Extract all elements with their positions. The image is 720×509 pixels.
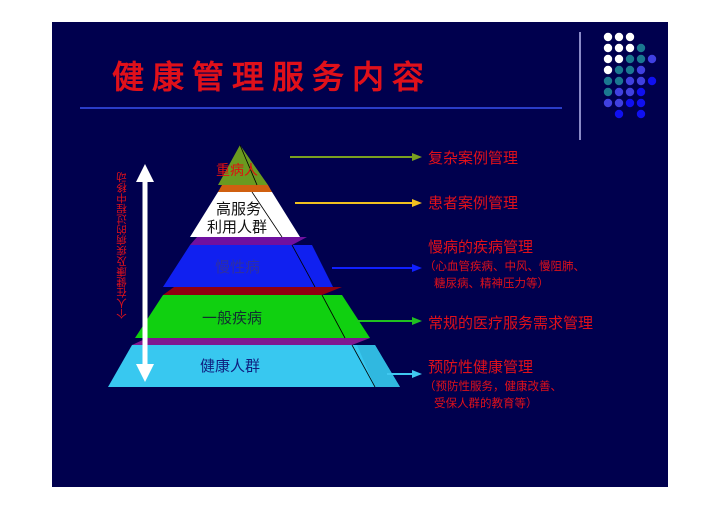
service-preventive-sub1: （预防性服务，健康改善、 xyxy=(424,379,562,393)
decor-dot xyxy=(625,76,635,86)
decor-dot xyxy=(614,98,624,108)
decor-dot xyxy=(636,87,646,97)
slide-title: 健康管理服务内容 xyxy=(112,58,433,96)
decor-dot xyxy=(636,109,646,119)
decor-dot xyxy=(614,54,624,64)
decor-dot xyxy=(625,32,635,42)
arrow-head-icon xyxy=(412,153,422,161)
strip-purple xyxy=(132,338,370,345)
tier-general-illness xyxy=(135,295,370,338)
decor-dot xyxy=(603,98,613,108)
service-chronic-sub2: 糖尿病、精神压力等） xyxy=(434,276,549,290)
decor-dot xyxy=(614,43,624,53)
decor-dot xyxy=(625,54,635,64)
tier-chronic xyxy=(163,245,333,287)
decor-dot xyxy=(625,98,635,108)
tier-label-severe: 重病人 xyxy=(216,163,258,179)
tier-healthy xyxy=(108,345,400,387)
decor-dot xyxy=(614,109,624,119)
decor-dot xyxy=(636,43,646,53)
tier-label-chronic: 慢性病 xyxy=(215,258,261,276)
decor-dot xyxy=(647,54,657,64)
strip-orange xyxy=(218,185,272,192)
service-chronic-sub1: （心血管疾病、中风、慢阻肺、 xyxy=(424,259,585,273)
decor-dot xyxy=(636,98,646,108)
decor-dot xyxy=(603,87,613,97)
strip-darkred xyxy=(163,287,342,295)
slide: 健康管理服务内容 个人在健康及疾病的过程中移动 重病人 高服务 利用人群 慢性病… xyxy=(52,22,668,487)
decor-dot xyxy=(614,65,624,75)
dot-grid-decoration xyxy=(603,32,657,119)
tier-label-high-2: 利用人群 xyxy=(207,218,268,236)
service-preventive-sub2: 受保人群的教育等） xyxy=(434,396,538,410)
tier-high-utilization xyxy=(190,192,300,237)
decor-dot xyxy=(625,87,635,97)
arrow-head-icon xyxy=(412,264,422,272)
tier-label-general: 一般疾病 xyxy=(202,309,263,327)
pyramid-diagram xyxy=(108,32,657,388)
title-underline xyxy=(80,107,562,109)
side-label: 个人在健康及疾病的过程中移动 xyxy=(116,172,128,319)
decor-dot xyxy=(636,54,646,64)
service-preventive: 预防性健康管理 xyxy=(428,358,534,376)
decor-dot xyxy=(636,65,646,75)
arrow-up-icon xyxy=(136,164,154,182)
strip-purple-2 xyxy=(190,237,307,245)
decor-dot xyxy=(603,65,613,75)
decor-dot xyxy=(603,54,613,64)
arrow-head-icon xyxy=(412,199,422,207)
service-routine: 常规的医疗服务需求管理 xyxy=(428,314,594,332)
decor-dot xyxy=(625,65,635,75)
service-complex-case: 复杂案例管理 xyxy=(428,149,519,167)
service-chronic: 慢病的疾病管理 xyxy=(428,238,534,256)
tier-label-healthy: 健康人群 xyxy=(200,357,261,375)
decor-line xyxy=(579,32,581,140)
decor-dot xyxy=(625,43,635,53)
tier-severe xyxy=(218,145,268,185)
decor-dot xyxy=(603,32,613,42)
arrow-down-icon xyxy=(136,364,154,382)
decor-dot xyxy=(614,76,624,86)
arrow-head-icon xyxy=(412,370,422,378)
arrow-head-icon xyxy=(412,317,422,325)
tier-label-high-1: 高服务 xyxy=(216,200,262,218)
decor-dot xyxy=(603,43,613,53)
service-patient-case: 患者案例管理 xyxy=(428,194,519,212)
decor-dot xyxy=(614,32,624,42)
decor-dot xyxy=(614,87,624,97)
decor-dot xyxy=(603,76,613,86)
decor-dot xyxy=(647,76,657,86)
decor-dot xyxy=(636,76,646,86)
